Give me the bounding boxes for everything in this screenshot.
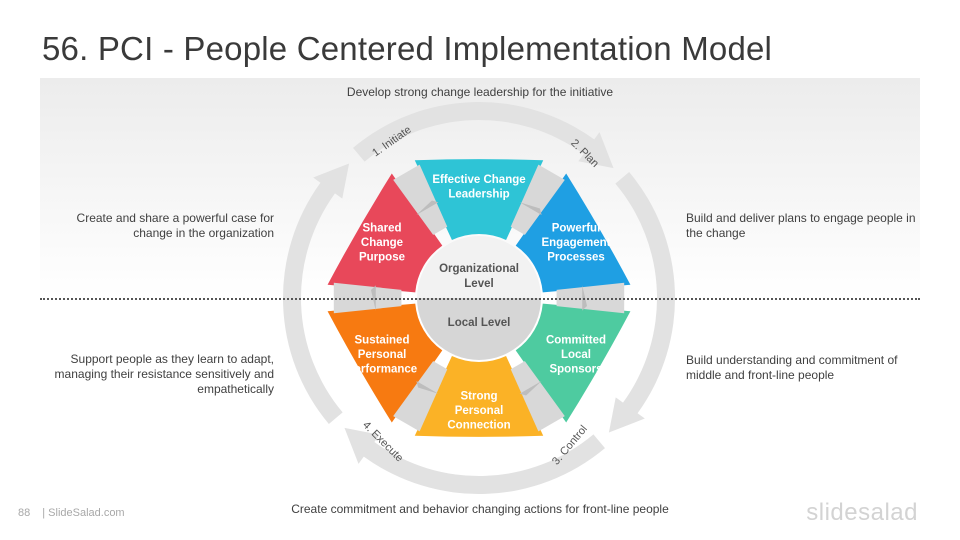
ring-arrow-2 <box>344 427 605 494</box>
segment-0-line-0: Effective Change <box>432 174 525 186</box>
level-divider-line <box>40 298 920 300</box>
segment-5-line-2: Purpose <box>359 252 405 264</box>
segment-1-line-1: Engagement <box>541 237 610 249</box>
ring-arrow-3 <box>283 163 350 424</box>
segment-3 <box>414 356 544 437</box>
center-local-level-label: Local Level <box>448 317 511 329</box>
cycle-ring <box>283 101 675 494</box>
segment-0-line-1: Leadership <box>448 188 509 200</box>
caption-right-upper: Build and deliver plans to engage people… <box>686 211 916 240</box>
segment-4-line-1: Personal <box>358 349 407 361</box>
segment-2-line-1: Local <box>561 349 591 361</box>
segment-5-line-0: Shared <box>363 223 402 235</box>
segment-2 <box>515 303 631 423</box>
caption-left-lower: Support people as they learn to adapt, m… <box>54 352 274 396</box>
center-circle: Organizational Level Local Level <box>417 236 541 360</box>
segments: Effective ChangeLeadershipPowerfulEngage… <box>327 159 631 437</box>
connector-block-2 <box>510 361 565 432</box>
caption-right-lower: Build understanding and commitment of mi… <box>686 353 898 382</box>
caption-bottom: Create commitment and behavior changing … <box>291 502 669 516</box>
segment-5 <box>327 173 443 293</box>
page-title: 56. PCI - People Centered Implementation… <box>42 30 773 67</box>
segment-2-line-2: Sponsors <box>549 364 602 376</box>
center-organizational-line-2: Level <box>464 278 493 290</box>
segment-3-line-0: Strong <box>460 391 497 403</box>
center-organizational-line-1: Organizational <box>439 263 519 275</box>
segment-3-line-1: Personal <box>455 405 504 417</box>
segment-1-line-2: Processes <box>547 252 605 264</box>
segment-0 <box>414 159 544 240</box>
footer-site: | SlideSalad.com <box>42 507 125 519</box>
page-number: 88 <box>18 507 31 519</box>
segment-4-line-0: Sustained <box>355 335 410 347</box>
caption-top: Develop strong change leadership for the… <box>346 85 614 99</box>
segment-4-line-2: Performance <box>347 364 417 376</box>
connector-block-5 <box>393 164 448 235</box>
footer: 88 | SlideSalad.com <box>18 507 131 519</box>
connector-arrow-5 <box>416 200 439 215</box>
segment-5-line-1: Change <box>361 237 403 249</box>
segment-2-line-0: Committed <box>546 335 606 347</box>
connector-block-3 <box>393 361 448 432</box>
connector-arrow-2 <box>519 381 542 396</box>
center-local-half <box>417 298 541 360</box>
connector-arrow-3 <box>416 381 439 394</box>
slidesalad-logo: slidesalad <box>806 499 918 526</box>
segment-1 <box>515 173 631 293</box>
connector-block-0 <box>510 164 565 235</box>
ring-arrow-0 <box>353 101 614 169</box>
segment-1-line-0: Powerful <box>552 223 601 235</box>
ring-arrow-1 <box>608 172 675 433</box>
connector-arrow-0 <box>519 202 542 215</box>
segment-4 <box>327 303 443 423</box>
caption-left-upper: Create and share a powerful case for cha… <box>76 211 274 240</box>
center-organizational-half <box>417 236 541 298</box>
segment-3-line-2: Connection <box>447 420 510 432</box>
